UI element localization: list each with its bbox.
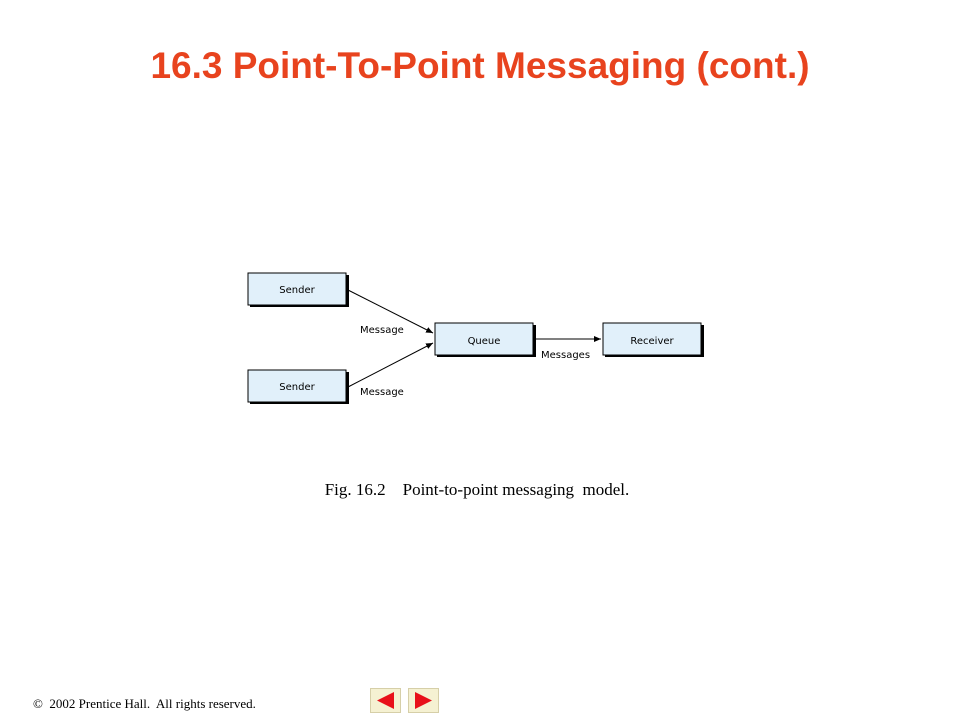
copyright-symbol: © [33, 696, 43, 711]
receiver-box-label: Receiver [630, 336, 674, 347]
arrow-sender1-to-queue [347, 289, 434, 334]
edge-label-messages: Messages [541, 350, 590, 361]
copyright-footer: © 2002 Prentice Hall. All rights reserve… [33, 696, 256, 712]
edge-label-message-1: Message [360, 325, 404, 336]
arrow-sender2-to-queue [347, 342, 434, 388]
previous-slide-arrow-icon [377, 692, 394, 709]
queue-box-label: Queue [468, 336, 501, 347]
copyright-text: 2002 Prentice Hall. All rights reserved. [42, 696, 256, 711]
figure-caption: Fig. 16.2 Point-to-point messaging model… [324, 480, 630, 499]
edge-label-message-2: Message [360, 387, 404, 398]
sender-box-1-label: Sender [279, 285, 315, 296]
sender-box-2-label: Sender [279, 382, 315, 393]
sender-box-1: Sender [247, 272, 349, 307]
previous-slide-button[interactable] [370, 688, 401, 713]
sender-box-2: Sender [247, 369, 349, 404]
receiver-box: Receiver [602, 322, 704, 357]
slide-title: 16.3 Point-To-Point Messaging (cont.) [150, 45, 810, 86]
next-slide-arrow-icon [415, 692, 432, 709]
queue-box: Queue [434, 322, 536, 357]
next-slide-button[interactable] [408, 688, 439, 713]
